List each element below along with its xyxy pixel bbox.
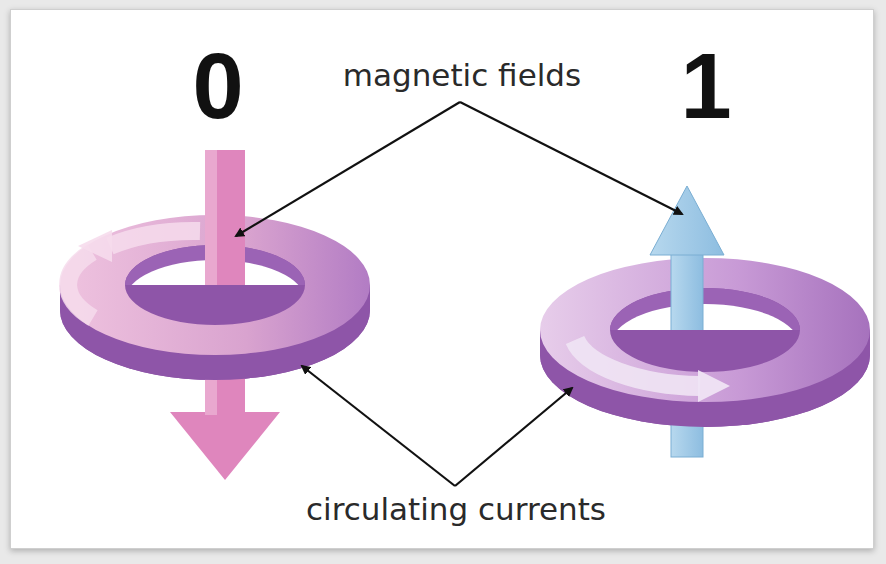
state-digit: 0 — [192, 40, 243, 132]
leader-line — [236, 102, 682, 486]
callout-label: magnetic fields — [343, 60, 581, 91]
callout-label: circulating currents — [306, 494, 606, 525]
state-digit: 1 — [680, 40, 731, 132]
